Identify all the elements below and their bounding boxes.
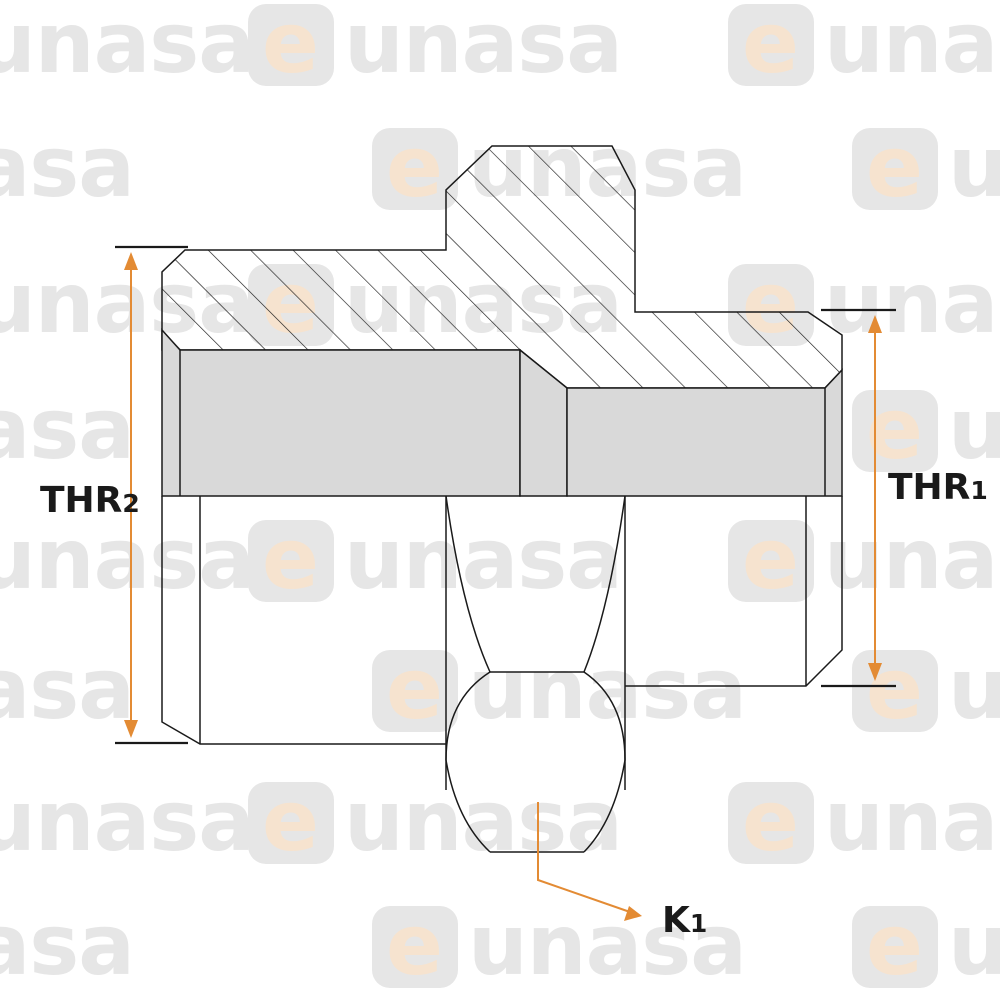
thread-band-thr1 bbox=[566, 368, 843, 497]
svg-text:unasa: unasa bbox=[948, 380, 1000, 478]
svg-text:e: e bbox=[742, 510, 798, 608]
svg-text:unasa: unasa bbox=[948, 118, 1000, 216]
leader-k1 bbox=[537, 802, 642, 921]
label-k1: K1 bbox=[662, 900, 707, 941]
dimension-thr1 bbox=[821, 308, 896, 688]
dimension-thr2 bbox=[115, 245, 188, 745]
svg-text:e: e bbox=[742, 772, 798, 870]
svg-text:e: e bbox=[866, 118, 922, 216]
thread-band-thr2 bbox=[161, 328, 521, 497]
svg-text:e: e bbox=[742, 0, 798, 92]
svg-text:unasa: unasa bbox=[0, 0, 254, 92]
svg-text:unasa: unasa bbox=[0, 510, 254, 608]
svg-text:unasa: unasa bbox=[344, 0, 622, 92]
svg-text:e: e bbox=[866, 896, 922, 994]
svg-text:e: e bbox=[386, 118, 442, 216]
svg-text:e: e bbox=[386, 640, 442, 738]
svg-text:unasa: unasa bbox=[0, 896, 134, 994]
svg-text:unasa: unasa bbox=[824, 510, 1000, 608]
label-thr2: THR2 bbox=[40, 480, 140, 521]
svg-text:unasa: unasa bbox=[0, 380, 134, 478]
svg-text:e: e bbox=[262, 0, 318, 92]
svg-text:unasa: unasa bbox=[468, 896, 746, 994]
svg-text:unasa: unasa bbox=[948, 896, 1000, 994]
svg-text:unasa: unasa bbox=[824, 772, 1000, 870]
svg-text:unasa: unasa bbox=[0, 640, 134, 738]
svg-text:unasa: unasa bbox=[344, 510, 622, 608]
exterior-outline bbox=[161, 495, 843, 853]
svg-text:unasa: unasa bbox=[948, 640, 1000, 738]
svg-text:unasa: unasa bbox=[0, 772, 254, 870]
svg-text:e: e bbox=[262, 510, 318, 608]
svg-text:unasa: unasa bbox=[0, 118, 134, 216]
svg-text:e: e bbox=[386, 896, 442, 994]
svg-text:unasa: unasa bbox=[824, 0, 1000, 92]
svg-text:unasa: unasa bbox=[344, 772, 622, 870]
svg-text:unasa: unasa bbox=[468, 640, 746, 738]
svg-text:unasa: unasa bbox=[824, 254, 1000, 352]
thread-bands bbox=[161, 328, 843, 497]
label-thr1: THR1 bbox=[888, 467, 988, 508]
svg-text:e: e bbox=[262, 772, 318, 870]
